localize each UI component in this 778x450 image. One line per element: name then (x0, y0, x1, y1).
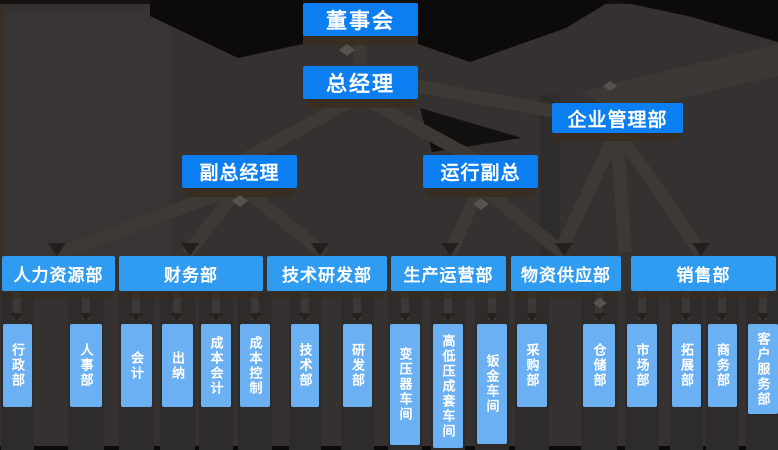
dept-node-hr: 人力资源部 (2, 256, 115, 291)
box-shadows (6, 291, 772, 298)
sub-node-customer-service: 客户服务部 (748, 324, 778, 414)
sub-node-hv-lv-assembly-workshop: 高低压成套车间 (433, 324, 463, 448)
sub-node-personnel: 人事部 (70, 324, 102, 407)
sub-node-purchasing: 采购部 (517, 324, 547, 407)
org-node-general-manager: 总经理 (303, 66, 418, 99)
sub-node-transformer-workshop: 变压器车间 (390, 324, 420, 445)
bg-shade (418, 0, 612, 62)
sub-node-sheet-metal-workshop: 钣金车间 (477, 324, 507, 444)
sub-node-expansion: 拓展部 (672, 324, 701, 407)
bg-band (580, 44, 778, 112)
sub-node-cost-control: 成本控制 (240, 324, 270, 407)
org-node-deputy-general-manager: 副总经理 (182, 155, 297, 188)
sub-node-technology: 技术部 (291, 324, 319, 407)
box-shadows (186, 36, 679, 197)
sub-node-admin: 行政部 (3, 324, 32, 407)
sub-node-warehouse: 仓储部 (583, 324, 615, 407)
dept-node-tech-rd: 技术研发部 (267, 256, 387, 291)
arrow-down-icon (48, 243, 710, 256)
sub-node-cost-accounting: 成本会计 (201, 324, 231, 407)
org-node-operations-vp: 运行副总 (423, 155, 538, 188)
sub-node-business: 商务部 (708, 324, 737, 407)
dept-node-sales: 销售部 (631, 256, 776, 291)
org-node-board: 董事会 (303, 3, 418, 36)
dept-node-production-ops: 生产运营部 (391, 256, 506, 291)
bg-patch (0, 0, 6, 300)
connector-lines (55, 36, 707, 261)
arrow-marker-icon (232, 44, 617, 308)
dept-node-material-supply: 物资供应部 (511, 256, 621, 291)
org-node-enterprise-management: 企业管理部 (552, 103, 683, 133)
bg-shade (612, 0, 778, 42)
bg-shade (150, 0, 303, 58)
arrow-down-icon (11, 313, 769, 322)
sub-node-accounting: 会计 (121, 324, 152, 407)
sub-node-cashier: 出纳 (162, 324, 193, 407)
dept-node-finance: 财务部 (119, 256, 263, 291)
sub-node-rd: 研发部 (343, 324, 372, 407)
sub-node-marketing: 市场部 (627, 324, 657, 407)
